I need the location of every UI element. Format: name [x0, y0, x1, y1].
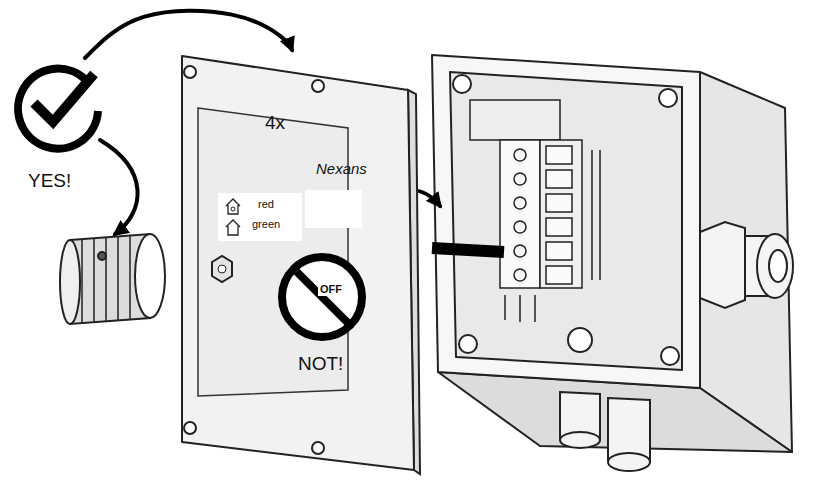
screw-hole: [184, 66, 196, 78]
label-text: 4x: [265, 112, 285, 134]
label-box: red green: [218, 193, 302, 241]
check-mark: [34, 74, 94, 122]
cable-gland: [560, 392, 650, 471]
label-text: YES!: [28, 170, 71, 192]
house-icon: [226, 220, 240, 235]
pin-bar: [432, 248, 504, 252]
label-text: OFF: [318, 283, 344, 296]
terminal-block: [470, 100, 600, 322]
lid-outline: [182, 56, 414, 470]
house-icon-detail: [231, 207, 235, 211]
enclosure-base: [432, 55, 792, 452]
label-text: Nexans: [316, 160, 367, 177]
prohibition-bar: [294, 269, 350, 325]
label-text: green: [252, 218, 280, 231]
screw-hole: [312, 442, 324, 454]
house-icon: [226, 199, 240, 214]
check-icon: YES!: [10, 58, 110, 198]
arrow-connector: [85, 11, 292, 58]
label-text: NOT!: [298, 353, 343, 375]
screw-hole: [184, 422, 196, 434]
blank-label: [305, 190, 362, 228]
label-text: red: [258, 198, 274, 211]
label-background: [218, 193, 302, 241]
cable-gland: [700, 222, 793, 308]
knob-socket-hole: [218, 265, 226, 273]
screw-hole: [312, 80, 324, 92]
knob: [60, 234, 165, 324]
prohibition-sign: OFF NOT!: [270, 250, 380, 378]
lid-recess: [198, 108, 348, 396]
prohibition-circle: [282, 257, 362, 337]
check-circle: [18, 69, 98, 149]
knob-socket: [212, 256, 232, 282]
